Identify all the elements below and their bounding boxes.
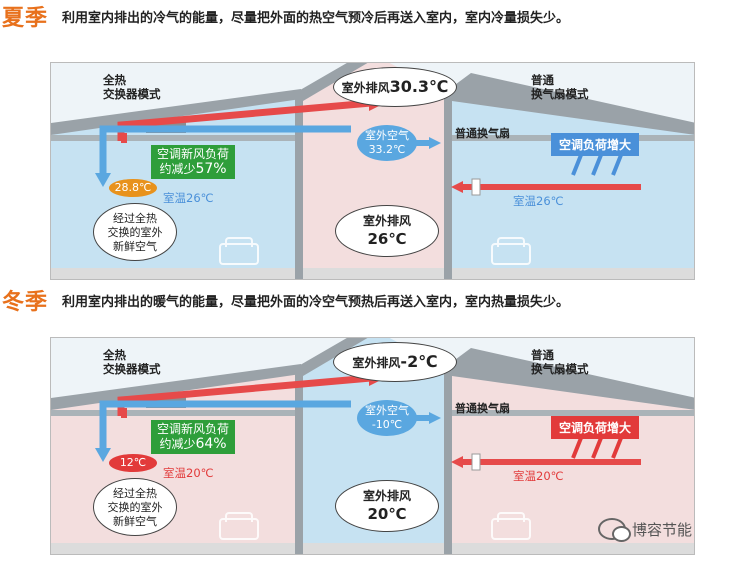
winter-header: 冬季 利用室内排出的暖气的能量，尽量把外面的冷空气预热后再送入室内，室内热量损失… (0, 286, 570, 315)
summer-green-line1: 空调新风负荷 (157, 147, 230, 161)
winter-sofa-right-icon (491, 512, 531, 540)
summer-exhaust-top-value: 30.3℃ (389, 77, 449, 96)
summer-hx-mode-label-2: 交换器模式 (103, 87, 161, 101)
winter-description: 利用室内排出的暖气的能量，尽量把外面的冷空气预热后再送入室内，室内热量损失少。 (62, 294, 570, 310)
summer-fresh-air-bubble: 经过全热 交换的室外 新鲜空气 (93, 203, 177, 261)
summer-hx-mode-label-1: 全热 (103, 73, 126, 87)
summer-green-line2: 约减少 (159, 162, 196, 176)
winter-hx-mode-label-1: 全热 (103, 348, 126, 362)
winter-load-increase-box: 空调负荷增大 (551, 416, 640, 439)
summer-outdoor-air-label: 室外空气 (365, 129, 409, 142)
winter-exhaust-top-label: 室外排风 (352, 356, 401, 370)
winter-fresh-air-bubble: 经过全热 交换的室外 新鲜空气 (93, 478, 177, 536)
summer-room-temp-right: 室温26℃ (513, 194, 564, 208)
summer-outdoor-air-badge: 室外空气 33.2℃ (357, 125, 417, 161)
summer-supply-temp-badge: 28.8℃ (109, 179, 157, 197)
summer-load-reduction-box: 空调新风负荷 约减少57% (151, 145, 236, 179)
winter-normal-mode-label-1: 普通 (531, 348, 554, 362)
winter-normal-mode-label-2: 换气扇模式 (531, 362, 589, 376)
summer-fresh-bubble-line1: 经过全热 (113, 212, 157, 225)
summer-exhaust-bottom-bubble: 室外排风 26℃ (335, 205, 439, 257)
winter-panel: 全热 交换器模式 普通 换气扇模式 室外排风-2℃ 室外空气 -10℃ 普通换气… (50, 337, 695, 555)
winter-outdoor-air-badge: 室外空气 -10℃ (357, 400, 417, 436)
winter-fan-label: 普通换气扇 (455, 402, 510, 415)
winter-exhaust-bottom-value: 20℃ (367, 505, 407, 523)
winter-fresh-bubble-line3: 新鲜空气 (113, 515, 157, 528)
summer-fan-label: 普通换气扇 (455, 127, 510, 140)
winter-green-line2: 约减少 (159, 437, 196, 451)
winter-sofa-left-icon (219, 512, 259, 540)
watermark-text: 博容节能 (632, 520, 693, 539)
winter-season-title: 冬季 (2, 290, 49, 315)
winter-green-pct: 64% (195, 436, 227, 452)
winter-exhaust-top-value: -2℃ (400, 352, 438, 371)
winter-load-reduction-box: 空调新风负荷 约减少64% (151, 420, 236, 454)
winter-exhaust-top-bubble: 室外排风-2℃ (333, 342, 457, 382)
winter-green-line1: 空调新风负荷 (157, 422, 230, 436)
summer-fresh-bubble-line3: 新鲜空气 (113, 240, 157, 253)
summer-season-title: 夏季 (2, 6, 49, 31)
summer-sofa-left-icon (219, 237, 259, 265)
summer-outdoor-air-value: 33.2℃ (368, 143, 406, 156)
winter-outdoor-air-label: 室外空气 (365, 404, 409, 417)
summer-description: 利用室内排出的冷气的能量，尽量把外面的热空气预冷后再送入室内，室内冷量损失少。 (62, 10, 570, 26)
winter-hx-mode-label-2: 交换器模式 (103, 362, 161, 376)
summer-header: 夏季 利用室内排出的冷气的能量，尽量把外面的热空气预冷后再送入室内，室内冷量损失… (0, 2, 570, 31)
summer-fresh-bubble-line2: 交换的室外 (107, 226, 163, 239)
winter-room-temp-left: 室温20℃ (163, 466, 214, 480)
summer-exhaust-bottom-value: 26℃ (367, 230, 407, 248)
winter-fresh-bubble-line1: 经过全热 (113, 487, 157, 500)
summer-exhaust-top-label: 室外排风 (341, 81, 390, 95)
watermark: 博容节能 (598, 518, 693, 542)
winter-outdoor-air-value: -10℃ (371, 418, 403, 431)
winter-room-temp-right: 室温20℃ (513, 469, 564, 483)
winter-fresh-bubble-line2: 交换的室外 (107, 501, 163, 514)
summer-green-pct: 57% (195, 161, 227, 177)
summer-exhaust-bottom-label: 室外排风 (362, 214, 411, 228)
summer-normal-mode-label-2: 换气扇模式 (531, 87, 589, 101)
summer-exhaust-top-bubble: 室外排风30.3℃ (333, 67, 457, 107)
summer-panel: 全热 交换器模式 普通 换气扇模式 室外排风30.3℃ 室外空气 33.2℃ 普… (50, 62, 695, 280)
winter-supply-temp-badge: 12℃ (109, 454, 157, 472)
summer-load-increase-box: 空调负荷增大 (551, 133, 640, 156)
summer-room-temp-left: 室温26℃ (163, 191, 214, 205)
winter-exhaust-bottom-bubble: 室外排风 20℃ (335, 480, 439, 532)
winter-exhaust-bottom-label: 室外排风 (362, 489, 411, 503)
summer-sofa-right-icon (491, 237, 531, 265)
summer-normal-mode-label-1: 普通 (531, 73, 554, 87)
wechat-icon (598, 518, 631, 542)
